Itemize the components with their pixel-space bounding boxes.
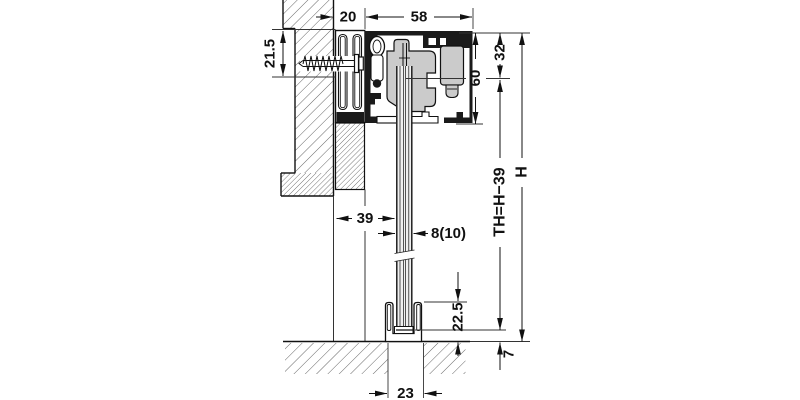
screw-thread (302, 55, 344, 72)
mounting-batten (334, 122, 366, 191)
dim-door-height-label: TH=H−39 (492, 167, 509, 236)
wall-outline (280, 0, 335, 197)
glass-door-panel (394, 66, 415, 331)
dim-track-height-label: 60 (467, 70, 484, 87)
dim-floor-clearance-label: 7 (501, 350, 518, 358)
housing-cutout (428, 38, 436, 45)
dim-door-height: TH=H−39 (492, 80, 509, 330)
hanger-link (370, 54, 384, 82)
extension-lines (272, 8, 530, 398)
dim-track-width: 58 (366, 9, 472, 26)
wall-section (280, 0, 335, 197)
opening-edge-lines (333, 189, 366, 341)
dim-wall-to-glass-label: 39 (357, 210, 374, 227)
track-housing (365, 30, 473, 124)
wall-mounting-profile (334, 29, 366, 124)
dim-profile-width-label: 20 (340, 9, 357, 26)
floor-section (283, 340, 530, 374)
dim-recess-width-label: 23 (397, 385, 414, 400)
dim-total-height-label: H (514, 166, 531, 178)
dim-top-to-door: 32 (492, 33, 509, 78)
dim-profile-width: 20 (316, 9, 356, 26)
housing-cutout (440, 38, 446, 45)
dim-fixing-offset: 21.5 (262, 31, 286, 76)
dim-top-to-door-label: 32 (492, 44, 509, 61)
roller-wheel (368, 35, 386, 58)
fixing-screw (298, 53, 364, 74)
dim-fixing-offset-label: 21.5 (262, 39, 279, 68)
damper-unit (439, 45, 465, 99)
dim-glass-thickness: 8(10) (378, 225, 466, 242)
dim-track-width-label: 58 (411, 9, 428, 26)
dim-floor-clearance: 7 (497, 342, 518, 370)
floor-guide-channel (384, 301, 423, 343)
dim-track-height: 60 (467, 33, 484, 124)
dim-guide-height: 22.5 (450, 272, 467, 356)
dim-glass-thickness-label: 8(10) (431, 225, 466, 242)
dim-total-height: H (514, 33, 531, 342)
dim-guide-height-label: 22.5 (450, 302, 467, 331)
pivot-bolt (372, 79, 382, 88)
dim-wall-to-glass: 39 (336, 210, 395, 227)
dim-recess-width: 23 (369, 385, 442, 400)
